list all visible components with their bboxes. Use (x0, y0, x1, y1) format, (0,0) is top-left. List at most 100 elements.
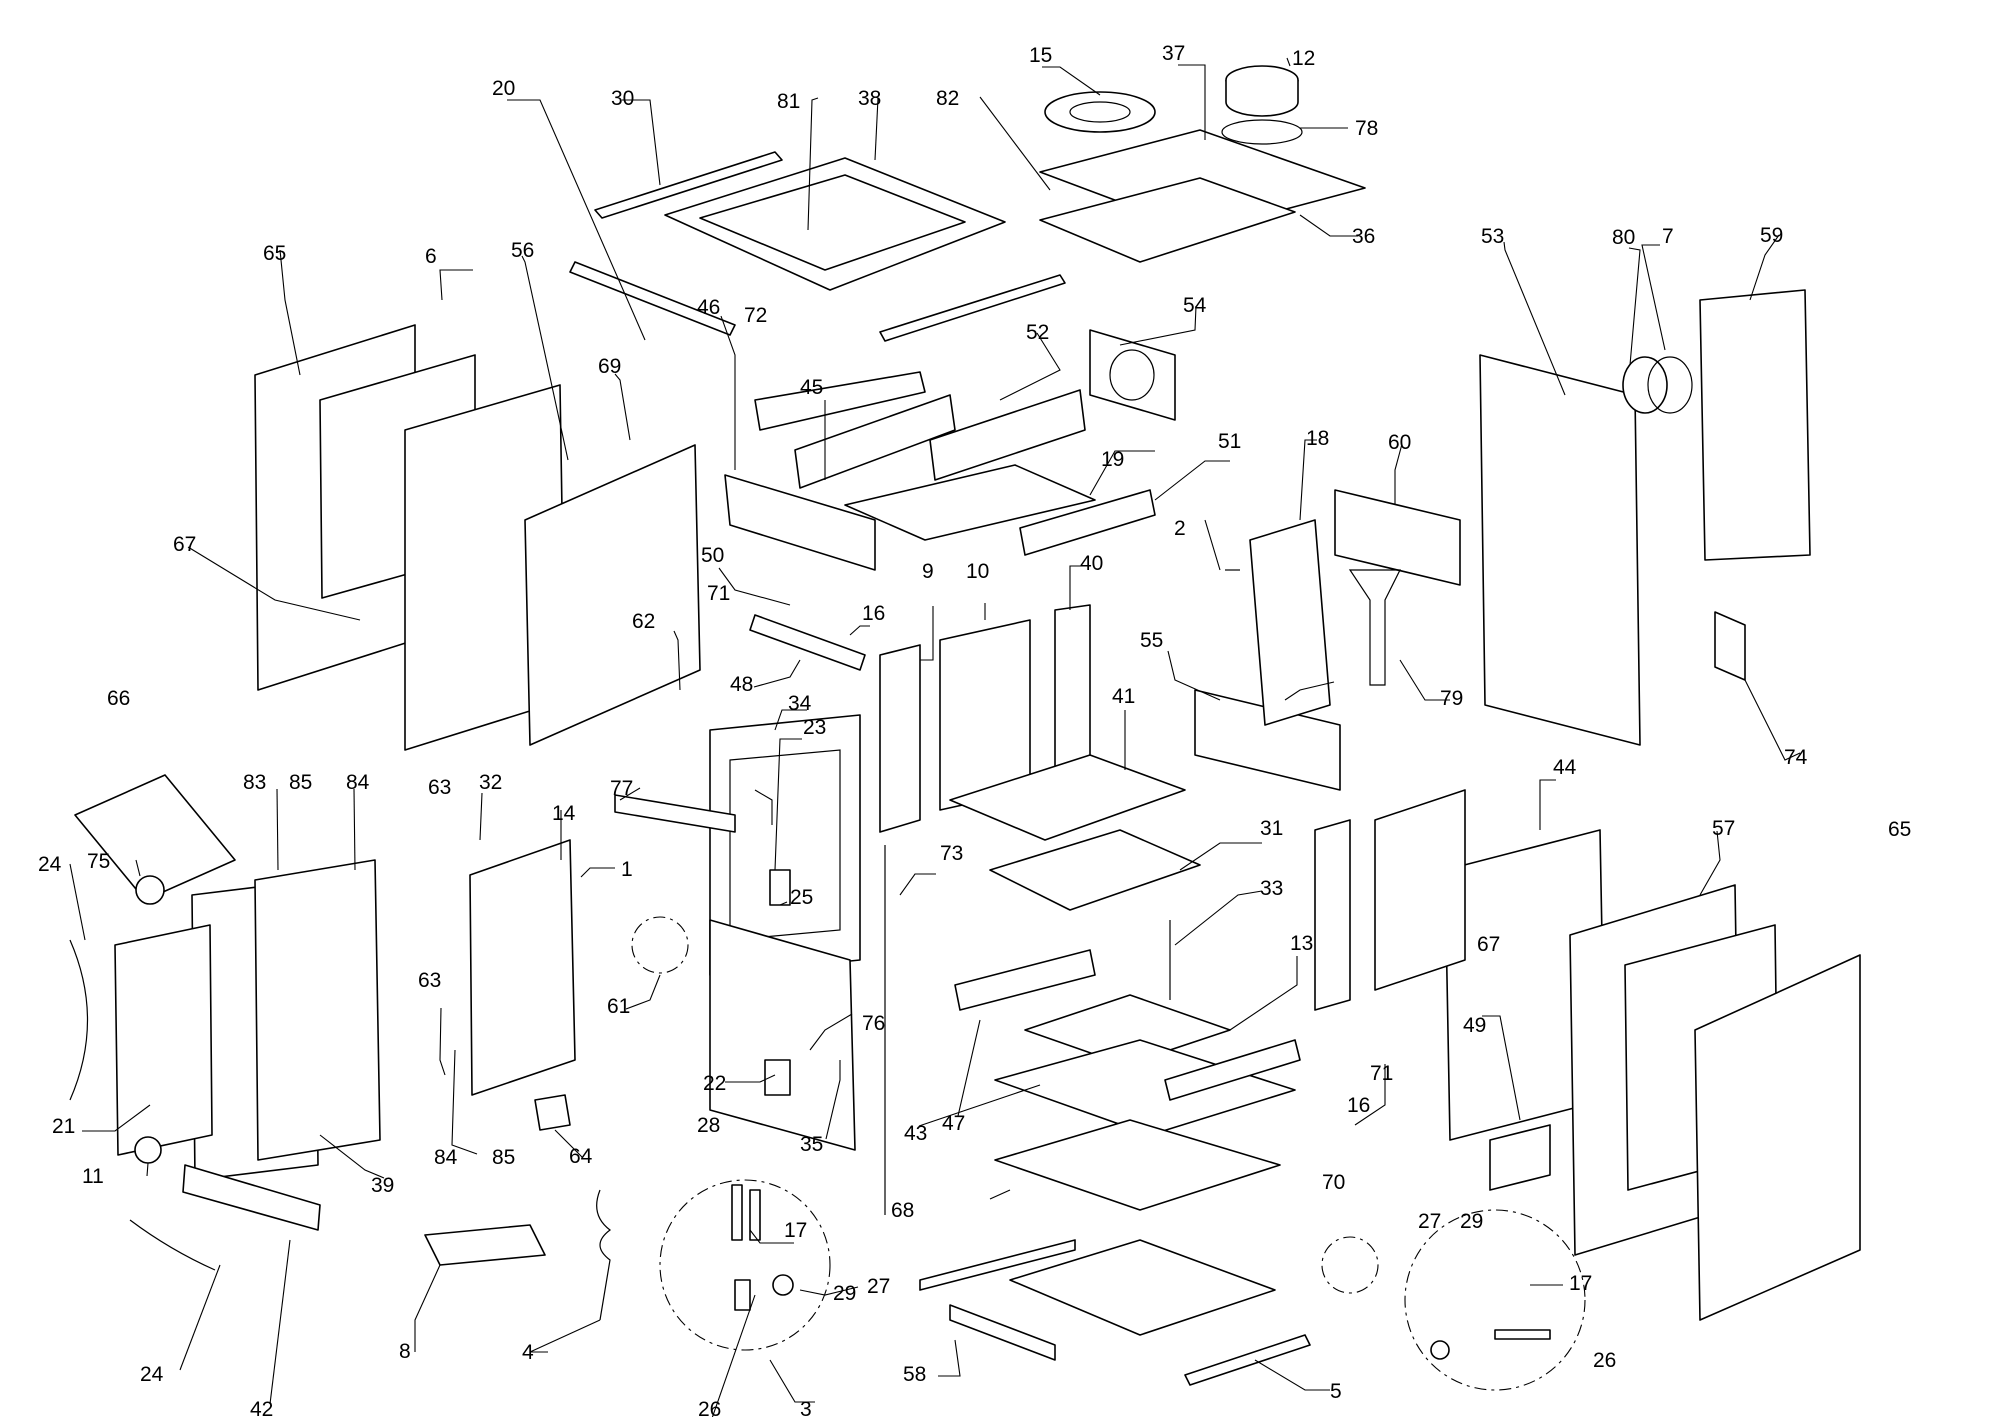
part-box-68 (994, 1119, 1281, 1211)
part-bracket-22 (764, 1059, 791, 1096)
part-ring-7 (1647, 356, 1693, 414)
detail-circle-left (659, 1179, 831, 1351)
callout-25: 25 (790, 886, 813, 909)
callout-69: 69 (598, 355, 621, 378)
callout-77: 77 (610, 777, 633, 800)
part-door-frame-34-inner (729, 749, 841, 941)
callout-71-right: 71 (1370, 1062, 1393, 1085)
callout-4: 4 (522, 1341, 534, 1364)
callout-70: 70 (1322, 1171, 1345, 1194)
callout-9: 9 (922, 560, 934, 583)
part-rail-58 (949, 1304, 1056, 1361)
part-gasket-78 (1221, 119, 1303, 145)
callout-18: 18 (1306, 427, 1329, 450)
callout-3: 3 (800, 1398, 812, 1417)
part-shelf-8 (424, 1224, 546, 1266)
callout-11: 11 (82, 1165, 104, 1188)
part-pin-17-right (1494, 1329, 1551, 1340)
callout-75: 75 (87, 850, 110, 873)
callout-34: 34 (788, 692, 812, 715)
detail-circle-right (1404, 1209, 1586, 1391)
part-bar-77 (614, 794, 736, 833)
part-pin-17-left-b (749, 1189, 761, 1241)
callout-62: 62 (632, 610, 655, 633)
callout-85-top: 85 (289, 771, 312, 794)
leader-lines (69, 57, 1801, 1417)
callout-49: 49 (1463, 1014, 1486, 1037)
part-bushing-3-left (734, 1279, 751, 1311)
part-hotplate-ring-15-inner (1069, 101, 1131, 123)
callout-44: 44 (1553, 756, 1577, 779)
callout-71-left: 71 (707, 582, 730, 605)
callout-61: 61 (607, 995, 630, 1018)
part-plate-49 (1489, 1124, 1551, 1191)
part-flue-collar-12-body (1225, 80, 1299, 117)
callout-15: 15 (1029, 44, 1052, 67)
callout-52: 52 (1026, 321, 1049, 344)
callout-24-bottom: 24 (140, 1363, 164, 1386)
callout-7: 7 (1662, 225, 1674, 248)
part-door-83 (254, 859, 381, 1161)
part-plate-47 (954, 949, 1096, 1011)
part-rail-drawer-left (919, 1239, 1076, 1291)
part-firebrick-left-right (1314, 819, 1351, 1011)
part-ring-80 (1622, 356, 1668, 414)
callout-67-right: 67 (1477, 933, 1500, 956)
callout-41: 41 (1112, 685, 1135, 708)
part-firebrick-9 (879, 644, 921, 833)
part-bracket-48 (749, 614, 866, 671)
callout-26-right: 26 (1593, 1349, 1616, 1372)
callout-39: 39 (371, 1174, 394, 1197)
callout-13: 13 (1290, 932, 1313, 955)
callout-74: 74 (1784, 746, 1808, 769)
part-drawer-70 (1009, 1239, 1276, 1336)
callout-43: 43 (904, 1122, 927, 1145)
callout-23: 23 (803, 716, 826, 739)
callout-27-left: 27 (867, 1275, 890, 1298)
part-grate-tray-41 (949, 754, 1186, 841)
callout-47: 47 (942, 1112, 965, 1135)
part-pin-17-left (731, 1184, 743, 1241)
callout-42: 42 (250, 1398, 273, 1417)
callout-64: 64 (569, 1145, 593, 1168)
part-knob-75 (135, 875, 165, 905)
part-plate-74 (1714, 611, 1746, 681)
callout-1: 1 (621, 858, 633, 881)
part-back-plate-54 (1089, 329, 1176, 421)
callout-24-top: 24 (38, 853, 62, 876)
callout-84-top: 84 (346, 771, 370, 794)
callout-51: 51 (1218, 430, 1241, 453)
part-handle-24-top (69, 939, 89, 1101)
part-back-panel-53 (1479, 354, 1641, 746)
callout-50: 50 (701, 544, 724, 567)
part-baffle-45 (794, 394, 956, 489)
callout-54: 54 (1183, 294, 1207, 317)
callout-59: 59 (1760, 224, 1783, 247)
part-door-frame-34 (709, 714, 861, 976)
callout-67-left: 67 (173, 533, 196, 556)
callout-65-left: 65 (263, 242, 286, 265)
callout-65-right: 65 (1888, 818, 1911, 841)
part-spring-4 (596, 1189, 611, 1321)
callout-14: 14 (552, 802, 576, 825)
part-handle-79 (1348, 569, 1401, 686)
callout-32: 32 (479, 771, 502, 794)
part-plate-43 (994, 1039, 1296, 1136)
callout-48: 48 (730, 673, 753, 696)
part-bracket-46 (724, 474, 876, 571)
part-glass-32 (469, 839, 576, 1096)
part-door-panel-21 (114, 924, 213, 1156)
callout-36: 36 (1352, 225, 1375, 248)
callout-2: 2 (1174, 517, 1186, 540)
callout-26-left: 26 (698, 1398, 721, 1417)
callout-20: 20 (492, 77, 515, 100)
callout-10: 10 (966, 560, 989, 583)
part-baffle-52 (929, 389, 1086, 481)
callout-12: 12 (1292, 47, 1315, 70)
part-nut-27-right (1430, 1340, 1450, 1360)
part-side-panel-69 (524, 444, 701, 746)
callout-66: 66 (107, 687, 130, 710)
callout-63-top: 63 (428, 776, 451, 799)
callout-16: 16 (862, 602, 885, 625)
callout-84-bottom: 84 (434, 1146, 458, 1169)
